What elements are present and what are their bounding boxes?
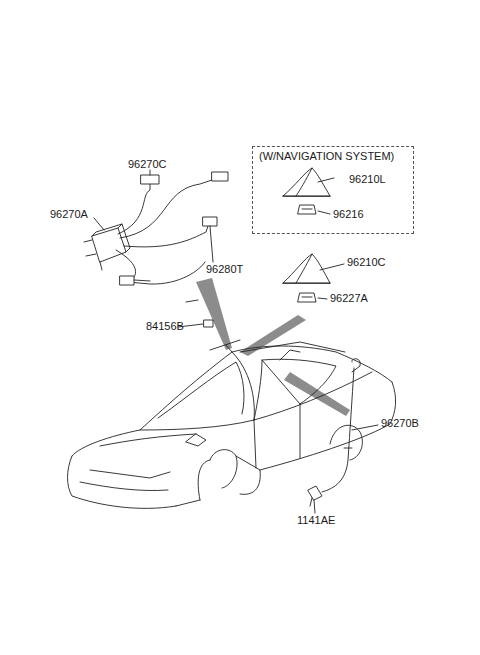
callout-number: 84156B [146,320,184,333]
option-heading: (W/NAVIGATION SYSTEM) [259,150,394,163]
callout-number: 96270B [381,417,419,430]
callout-number: 96280T [206,263,243,276]
callout-number: 96216 [333,208,364,221]
callout-number: 96227A [330,292,368,305]
callout-number: 96270C [128,158,167,171]
callout-number: 96270A [50,208,88,221]
callout-number: 96210C [347,256,386,269]
callout-number: 96210L [349,173,386,186]
callout-number: 1141AE [297,514,335,527]
option-box: (W/NAVIGATION SYSTEM) 96210L 96216 [252,146,414,234]
